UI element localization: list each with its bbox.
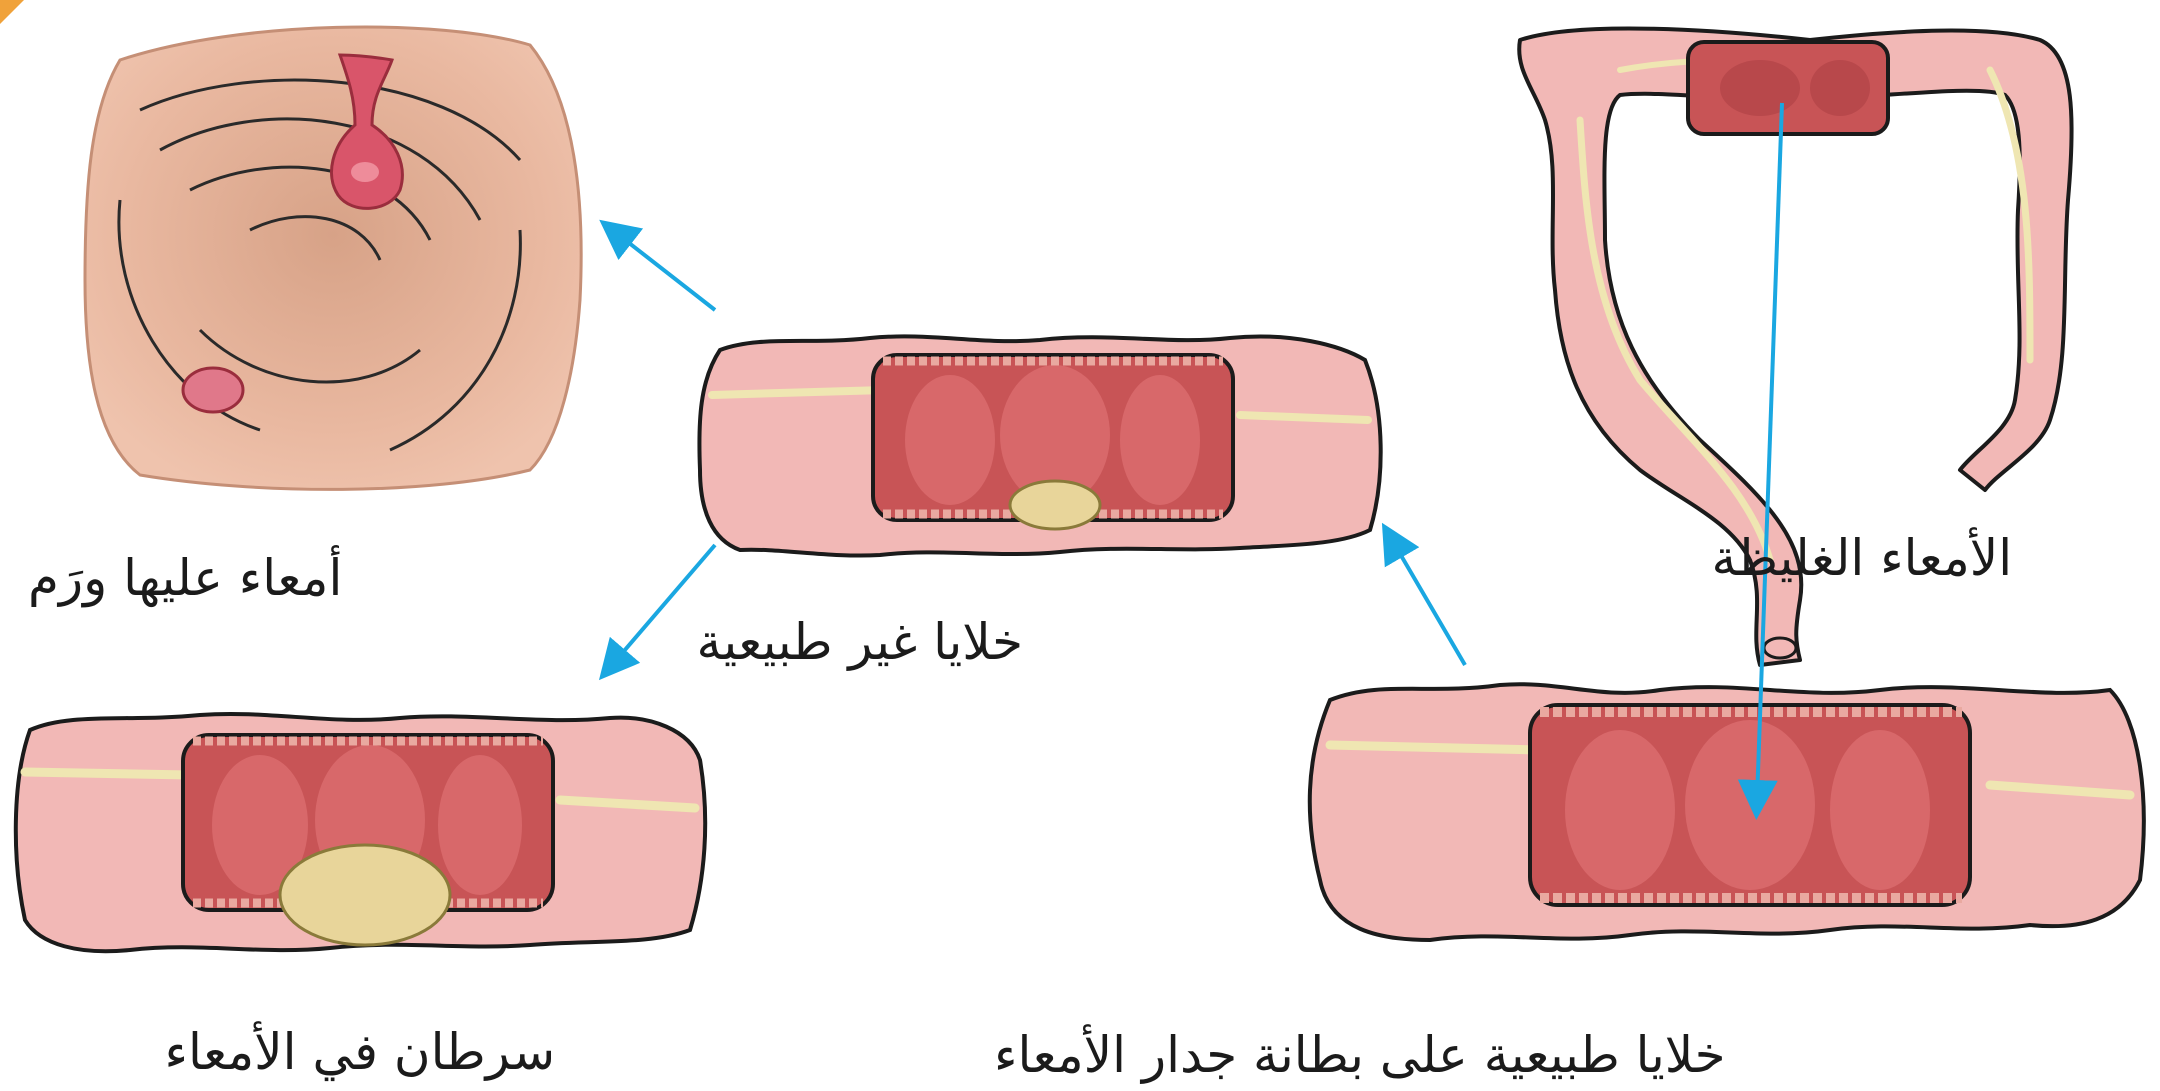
arrow-normal-to-abnormal xyxy=(1392,540,1465,665)
label-large-intestine: الأمعاء الغليظة xyxy=(1712,528,2013,588)
normal-bowel-segment xyxy=(1310,684,2144,940)
arrow-abnormal-to-polyps xyxy=(615,232,715,310)
intestine-interior-illustration xyxy=(85,27,581,489)
abnormal-bowel-segment xyxy=(699,336,1380,555)
label-abnormal-cells: خلايا غير طبيعية xyxy=(697,612,1024,672)
cancer-bowel-segment xyxy=(16,714,705,951)
label-cancer: سرطان في الأمعاء xyxy=(165,1022,556,1082)
label-polyps: أمعاء عليها ورَم xyxy=(28,548,342,608)
tumor-mass xyxy=(280,845,450,945)
polyp-small xyxy=(183,368,243,412)
interior-outline xyxy=(85,27,581,489)
abnormal-cell-cluster xyxy=(1010,481,1100,529)
label-normal-cells: خلايا طبيعية على بطانة جدار الأمعاء xyxy=(994,1025,1726,1085)
